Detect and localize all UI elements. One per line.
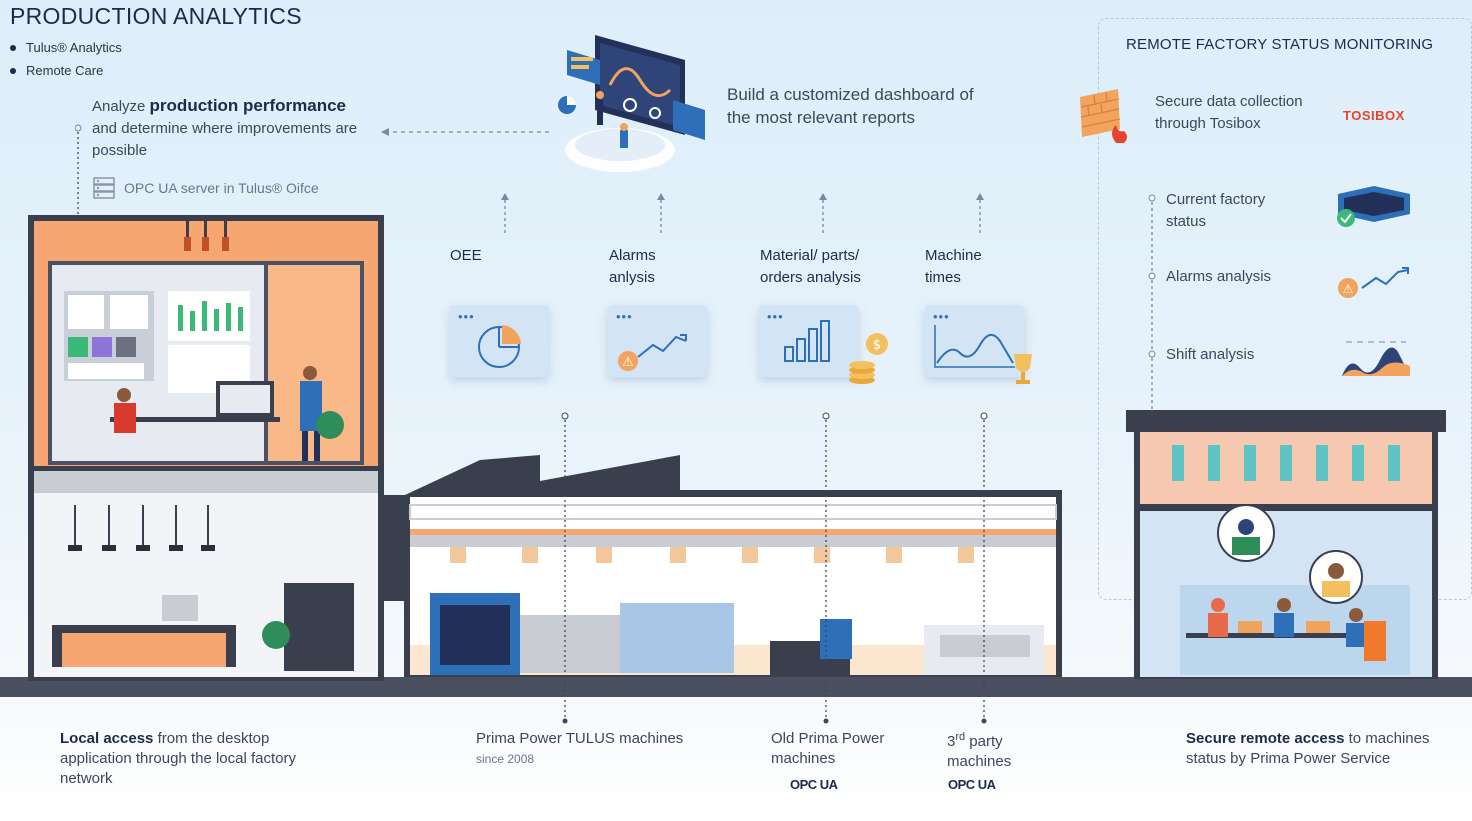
third-sup: rd <box>955 731 966 743</box>
alarm-trend-icon: ⚠ <box>618 334 687 371</box>
report-label-machine-times: Machine times <box>925 245 982 289</box>
factory-scene <box>0 215 1472 697</box>
tulus-machines-label: Prima Power TULUS machines since 2008 <box>476 729 683 769</box>
coins-icon: $ <box>849 333 888 384</box>
report-label-line: Machine <box>925 247 982 264</box>
menu-dots-icon: ••• <box>767 309 784 324</box>
secure-collection-text: Secure data collection through Tosibox <box>1155 93 1303 132</box>
analyze-prefix: Analyze <box>92 98 150 115</box>
bullet-dot-icon <box>10 44 16 51</box>
server-icon <box>93 177 115 199</box>
analyze-bold: production performance <box>149 96 347 115</box>
arrow-left-icon <box>381 128 389 136</box>
shift-analysis-label: Shift analysis <box>1166 346 1255 363</box>
local-access-rest: from the desktop application through the… <box>60 730 296 787</box>
connector-lines <box>75 124 550 220</box>
menu-dots-icon: ••• <box>933 309 950 324</box>
bullet-label: Tulus® Analytics <box>26 40 122 55</box>
current-factory-status-label: Current factory status <box>1166 191 1266 230</box>
up-arrows <box>501 193 984 235</box>
dashboard-illustration <box>558 35 705 172</box>
report-label-line: orders analysis <box>760 269 861 286</box>
firewall-icon <box>1080 89 1127 143</box>
report-card-oee: ••• <box>450 305 549 377</box>
tosibox-logo: TOSIBOX <box>1343 108 1405 123</box>
arrow-up-icon <box>657 193 665 200</box>
svg-text:⚠: ⚠ <box>622 355 634 370</box>
arrow-up-icon <box>976 193 984 200</box>
svg-text:$: $ <box>873 338 881 353</box>
local-access-text: Local access from the desktop applicatio… <box>60 729 320 789</box>
bar-chart-icon <box>784 320 830 362</box>
report-label-line: Material/ parts/ <box>760 247 860 264</box>
report-card-alarms: ••• ⚠ <box>608 305 707 377</box>
report-label-line: OEE <box>450 247 482 264</box>
arrow-up-icon <box>819 193 827 200</box>
shift-chart-icon <box>1342 341 1410 376</box>
old-machines-label: Old Prima Power machines <box>771 730 885 767</box>
opc-ua-logo: OPC UA <box>948 777 996 792</box>
bullet-item: Tulus® Analytics <box>10 40 122 55</box>
report-card-material: ••• <box>759 305 858 377</box>
report-label-alarms: Alarms anlysis <box>609 245 656 289</box>
ground-strip <box>0 677 1472 697</box>
machine-connector-lines <box>561 412 988 724</box>
tulus-machines-title: Prima Power TULUS machines <box>476 730 684 747</box>
third-rest: party machines <box>947 733 1012 770</box>
remote-monitoring-title: REMOTE FACTORY STATUS MONITORING <box>1126 36 1434 53</box>
dashboard-caption: Build a customized dashboard of the most… <box>727 85 974 127</box>
remote-office-building <box>1126 410 1446 432</box>
report-label-line: Alarms <box>609 247 656 264</box>
analyze-rest: and determine where improvements are pos… <box>92 120 358 159</box>
tulus-since: since 2008 <box>476 752 535 766</box>
opc-server-label: OPC UA server in Tulus® Oifce <box>92 176 319 200</box>
menu-dots-icon: ••• <box>616 309 633 324</box>
local-access-bold: Local access <box>60 730 154 747</box>
menu-dots-icon: ••• <box>458 309 475 324</box>
report-label-line: anlysis <box>609 269 655 286</box>
report-label-line: times <box>925 269 961 286</box>
third-num: 3 <box>947 733 956 750</box>
opc-ua-logo: OPC UA <box>790 777 838 792</box>
report-label-material: Material/ parts/ orders analysis <box>760 245 861 289</box>
bullet-item: Remote Care <box>10 63 122 78</box>
opc-server-text: OPC UA server in Tulus® Oifce <box>124 180 319 196</box>
bullet-dot-icon <box>10 67 16 74</box>
factory-status-icon <box>1337 186 1410 227</box>
analyze-description: Analyze production performance and deter… <box>92 95 382 162</box>
arrow-up-icon <box>501 193 509 200</box>
third-party-machines-label: 3rd party machines <box>947 727 1037 772</box>
bullet-list: Tulus® Analytics Remote Care <box>10 40 122 86</box>
report-label-oee: OEE <box>450 245 482 267</box>
alarms-analysis-label: Alarms analysis <box>1166 268 1272 285</box>
area-chart-icon <box>934 325 1015 368</box>
remote-access-rest: to machines status by Prima Power Servic… <box>1186 730 1430 767</box>
page-title: PRODUCTION ANALYTICS <box>10 3 302 29</box>
pie-chart-icon <box>478 325 521 368</box>
remote-connector-line <box>1148 194 1156 420</box>
report-card-machine-times: ••• <box>925 305 1024 377</box>
trophy-icon <box>1014 354 1032 384</box>
remote-access-text: Secure remote access to machines status … <box>1186 729 1461 769</box>
bullet-label: Remote Care <box>26 63 104 78</box>
remote-access-bold: Secure remote access <box>1186 730 1345 747</box>
alarm-trend-icon: ⚠ <box>1338 267 1409 298</box>
svg-text:⚠: ⚠ <box>1343 282 1354 296</box>
